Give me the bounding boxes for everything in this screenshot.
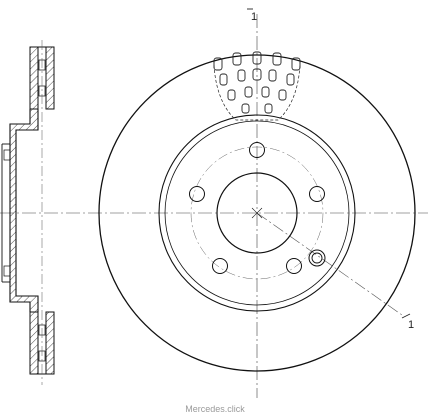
- vane-row-outer: [213, 51, 301, 71]
- watermark-text: Mercedes.click: [185, 404, 245, 414]
- bolt-hole: [249, 142, 265, 158]
- bolt-hole: [212, 258, 228, 274]
- friction-face-inner-bottom: [45, 311, 55, 375]
- section-label-top: 1: [251, 11, 257, 23]
- friction-face-inner: [45, 46, 55, 110]
- bolt-hole: [286, 258, 302, 274]
- center-lines: [0, 14, 428, 398]
- vane-cutaway-outline: [213, 59, 301, 121]
- section-marker-bottom: 1: [401, 313, 414, 331]
- vane-row-inner: [227, 86, 287, 114]
- friction-face-outer: [29, 46, 39, 110]
- bolt-hole: [309, 186, 325, 202]
- bolt-circle: [190, 146, 324, 280]
- bolt-hole: [189, 186, 205, 202]
- section-cut-line: [256, 212, 403, 316]
- section-label-bottom: 1: [408, 319, 414, 331]
- hub-hat-hatch-bottom: [10, 296, 38, 312]
- center-bore: [216, 172, 298, 254]
- friction-face-outer-bottom: [29, 311, 39, 375]
- hub-hat-hatch-top: [10, 109, 38, 296]
- disc-outer-edge: [98, 54, 416, 372]
- locating-hole-inner: [311, 252, 323, 264]
- vane-row-middle: [219, 68, 295, 86]
- hub-outer-edge: [158, 114, 356, 312]
- hub-inner-ring: [164, 120, 350, 306]
- locating-hole-outer: [308, 249, 326, 267]
- vent-vanes-detail: [213, 51, 301, 121]
- section-marker-top: 1: [247, 8, 257, 23]
- disc-front-view: [98, 54, 416, 372]
- disc-side-section: [1, 40, 55, 385]
